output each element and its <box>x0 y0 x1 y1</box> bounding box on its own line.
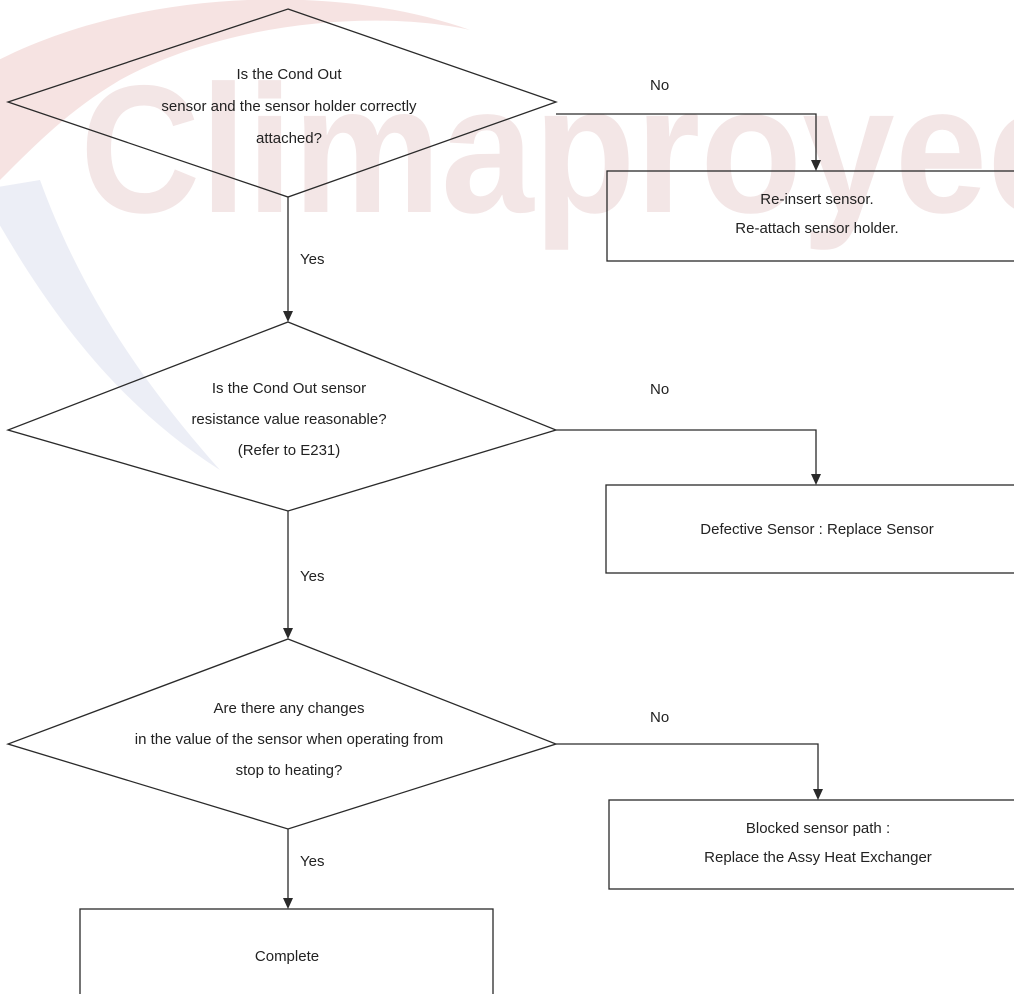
connector-line <box>556 743 819 789</box>
action-label-line: Defective Sensor : Replace Sensor <box>700 521 933 538</box>
action-box <box>606 170 1014 262</box>
arrow-down-icon <box>283 898 293 909</box>
action-label-line: Re-insert sensor. <box>760 191 873 208</box>
action-box <box>605 484 1014 574</box>
edge-label-no: No <box>650 709 669 726</box>
arrow-down-icon <box>813 789 823 800</box>
action-label-line: Replace the Assy Heat Exchanger <box>704 849 932 866</box>
decision-label-line: sensor and the sensor holder correctly <box>161 98 417 115</box>
edge-label-yes: Yes <box>300 568 324 585</box>
decision-label-line: Is the Cond Out <box>236 66 342 83</box>
terminal-box <box>79 908 494 994</box>
connector-yes-1: Yes <box>283 197 324 322</box>
terminal-label: Complete <box>255 948 319 965</box>
decision-label-line: Is the Cond Out sensor <box>212 380 366 397</box>
connector-no-3: No <box>556 709 823 800</box>
action-replace-sensor: Defective Sensor : Replace Sensor <box>605 484 1014 574</box>
action-replace-heat-exchanger: Blocked sensor path : Replace the Assy H… <box>608 799 1014 890</box>
decision-label-line: stop to heating? <box>236 762 343 779</box>
decision-value-changes: Are there any changes in the value of th… <box>5 638 558 830</box>
connector-yes-2: Yes <box>283 511 324 639</box>
edge-label-no: No <box>650 381 669 398</box>
connector-no-1: No <box>556 77 821 171</box>
decision-label-line: Are there any changes <box>214 700 365 717</box>
watermark-text: Climaproyec <box>80 47 1014 251</box>
arrow-down-icon <box>283 311 293 322</box>
connector-yes-3: Yes <box>283 829 324 909</box>
edge-label-yes: Yes <box>300 853 324 870</box>
watermark-swoosh-blue <box>0 180 220 470</box>
action-label-line: Blocked sensor path : <box>746 820 890 837</box>
arrow-down-icon <box>811 474 821 485</box>
connector-no-2: No <box>556 381 821 485</box>
action-box <box>608 799 1014 890</box>
edge-label-yes: Yes <box>300 251 324 268</box>
connector-line <box>556 429 817 474</box>
watermark: Climaproyec <box>0 0 1014 470</box>
action-label-line: Re-attach sensor holder. <box>735 220 898 237</box>
terminal-complete: Complete <box>79 908 494 994</box>
watermark-swoosh-red <box>0 0 470 180</box>
arrow-down-icon <box>811 160 821 171</box>
action-reinsert-sensor: Re-insert sensor. Re-attach sensor holde… <box>606 170 1014 262</box>
decision-label-line: in the value of the sensor when operatin… <box>135 731 444 748</box>
decision-label-line: (Refer to E231) <box>238 442 341 459</box>
edge-label-no: No <box>650 77 669 94</box>
connector-line <box>556 113 817 160</box>
decision-label-line: attached? <box>256 130 322 147</box>
decision-label-line: resistance value reasonable? <box>191 411 386 428</box>
arrow-down-icon <box>283 628 293 639</box>
